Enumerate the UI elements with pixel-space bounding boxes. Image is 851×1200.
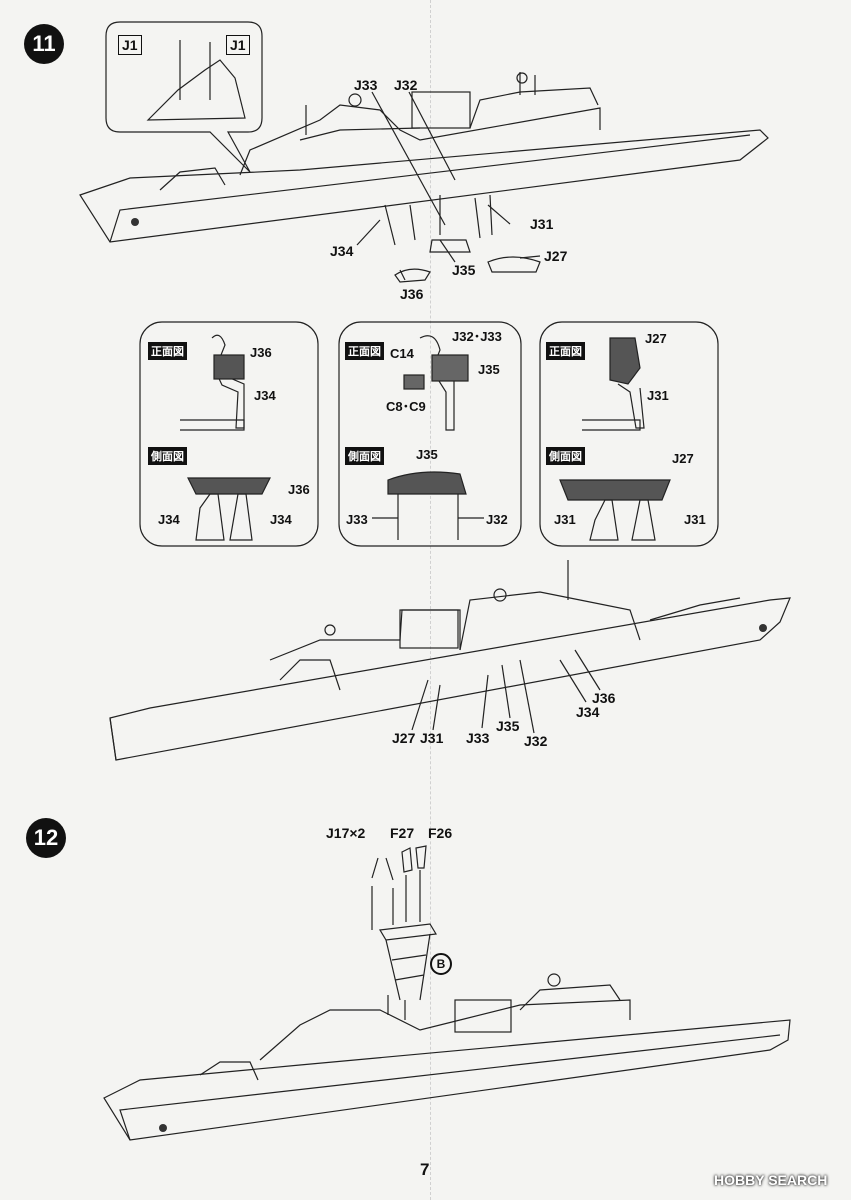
label-j32: J32 bbox=[394, 77, 418, 93]
label-j33: J33 bbox=[354, 77, 378, 93]
label-j34: J34 bbox=[330, 243, 354, 259]
step-11-badge: 11 bbox=[24, 24, 64, 64]
result-label-j31: J31 bbox=[420, 730, 444, 746]
panel1-label-j36: J36 bbox=[250, 345, 272, 360]
label-j36: J36 bbox=[400, 286, 424, 302]
label-f27: F27 bbox=[390, 825, 415, 841]
panel3-label-j31: J31 bbox=[647, 388, 669, 403]
panel2-label-c8-c9: C8･C9 bbox=[386, 399, 426, 414]
panel1-side-tag: 側面図 bbox=[148, 447, 187, 465]
result-label-j36: J36 bbox=[592, 690, 616, 706]
panel1-side-label-j34-left: J34 bbox=[158, 512, 180, 527]
panel2-side-label-j33: J33 bbox=[346, 512, 368, 527]
ship-step11 bbox=[79, 72, 769, 243]
label-j31: J31 bbox=[530, 216, 554, 232]
result-label-j27: J27 bbox=[392, 730, 416, 746]
panel3-side-label-j31-right: J31 bbox=[684, 512, 706, 527]
sub-assembly-b-marker: B bbox=[430, 953, 452, 975]
panel2-label-j35: J35 bbox=[478, 362, 500, 377]
inset-bubble bbox=[105, 21, 263, 173]
ship-step12 bbox=[103, 973, 791, 1141]
panel3-side-label-j27: J27 bbox=[672, 451, 694, 466]
panel2-label-j32-j33: J32･J33 bbox=[452, 329, 502, 344]
result-label-j32: J32 bbox=[524, 733, 548, 749]
result-label-j33: J33 bbox=[466, 730, 490, 746]
result-label-j34: J34 bbox=[576, 704, 600, 720]
label-j27: J27 bbox=[544, 248, 568, 264]
panel1-side-label-j34-right: J34 bbox=[270, 512, 292, 527]
detail-panel-3 bbox=[539, 321, 719, 547]
panel1-side-label-j36: J36 bbox=[288, 482, 310, 497]
result-label-j35: J35 bbox=[496, 718, 520, 734]
panel2-side-label-j35: J35 bbox=[416, 447, 438, 462]
detail-panel-1 bbox=[139, 321, 319, 547]
page-number: 7 bbox=[420, 1160, 430, 1179]
panel3-side-tag: 側面図 bbox=[546, 447, 585, 465]
panel1-label-j34: J34 bbox=[254, 388, 276, 403]
panel2-side-label-j32: J32 bbox=[486, 512, 508, 527]
detail-panel-2 bbox=[338, 321, 522, 547]
panel3-label-j27: J27 bbox=[645, 331, 667, 346]
label-j17x2: J17×2 bbox=[326, 825, 366, 841]
panel1-front-tag: 正面図 bbox=[148, 342, 187, 360]
ship-result bbox=[109, 560, 791, 761]
panel2-front-tag: 正面図 bbox=[345, 342, 384, 360]
inset-label-j1-left: J1 bbox=[118, 35, 142, 55]
panel2-label-c14: C14 bbox=[390, 346, 414, 361]
watermark: HOBBY SEARCH bbox=[714, 1172, 828, 1188]
step-12-badge: 12 bbox=[26, 818, 66, 858]
label-f26: F26 bbox=[428, 825, 453, 841]
panel2-side-tag: 側面図 bbox=[345, 447, 384, 465]
inset-label-j1-right: J1 bbox=[226, 35, 250, 55]
fold-line bbox=[430, 0, 431, 1200]
panel3-side-label-j31-left: J31 bbox=[554, 512, 576, 527]
label-j35: J35 bbox=[452, 262, 476, 278]
panel3-front-tag: 正面図 bbox=[546, 342, 585, 360]
